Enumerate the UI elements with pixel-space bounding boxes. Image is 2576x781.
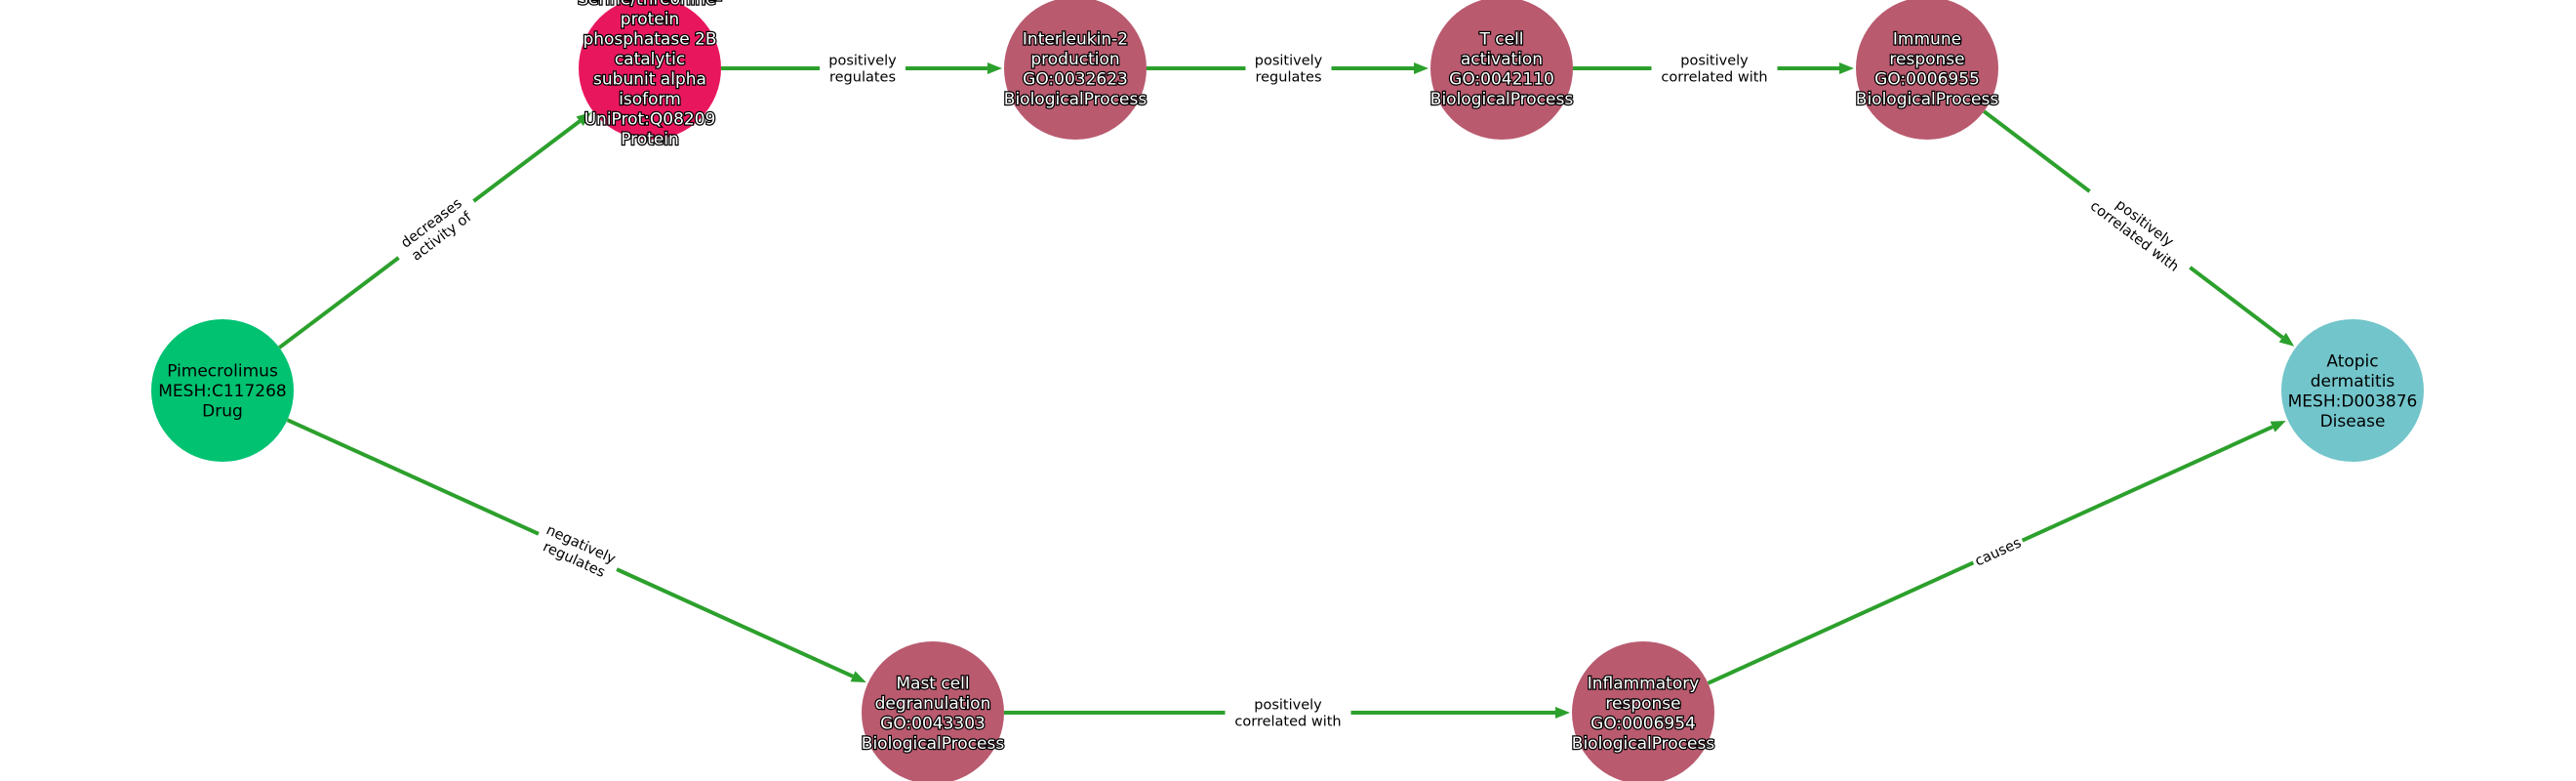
arrowhead-calcineurin-il2 (987, 62, 1002, 74)
node-label-line: BiologicalProcess (1004, 90, 1147, 109)
edge-label-line: regulates (829, 70, 896, 86)
node-label-line: BiologicalProcess (1430, 90, 1574, 109)
node-label-line: phosphatase 2B (583, 29, 716, 49)
edge-label-bg (2078, 177, 2201, 282)
edge-label-line: positively (1255, 54, 1323, 69)
node-label-line: UniProt:Q08209 (584, 109, 716, 129)
node-circle-atopic (2281, 319, 2424, 462)
node-circle-pimecrolimus (151, 319, 294, 462)
arrowhead-pimecrolimus-mast (850, 671, 866, 683)
arrowhead-pimecrolimus-calcineurin (576, 112, 592, 126)
node-label-line: Disease (2320, 412, 2386, 432)
edge-label-bg (1245, 51, 1332, 86)
edge-label-line: causes (1973, 535, 2024, 569)
node-label-line: GO:0042110 (1449, 69, 1554, 89)
node-label-line: production (1030, 50, 1119, 69)
node-circle-calcineurin (579, 0, 721, 140)
node-inflammatory[interactable]: InflammatoryresponseGO:0006954Biological… (1571, 641, 1716, 781)
edge-label-bg (531, 517, 624, 586)
node-label-line: GO:0043303 (880, 714, 986, 733)
node-label-line: Inflammatory (1588, 674, 1700, 693)
node-label-line: T cell (1478, 29, 1523, 49)
edges-layer (278, 62, 2295, 719)
node-label-line: Protein (621, 130, 679, 149)
edge-label-line: regulates (1255, 70, 1321, 86)
node-mast[interactable]: Mast celldegranulationGO:0043303Biologic… (861, 641, 1006, 781)
node-label-line: BiologicalProcess (1856, 90, 1999, 109)
node-label-line: response (1889, 50, 1964, 69)
node-label-line: Atopic (2326, 351, 2378, 371)
node-label-line: activation (1461, 50, 1543, 69)
edge-label-bg (1651, 51, 1778, 86)
node-label-line: BiologicalProcess (1572, 734, 1715, 754)
node-circle-mast (862, 641, 1004, 781)
edge-label-line: correlated with (1234, 715, 1341, 730)
arrowhead-immune-atopic (2278, 332, 2295, 347)
node-label-line: MESH:C117268 (158, 382, 286, 401)
node-label-line: Serine/threonine- (578, 0, 722, 9)
edge-label-bg (1969, 531, 2027, 572)
node-label-line: Mast cell (896, 674, 969, 693)
edge-label-bg (1225, 695, 1351, 730)
node-label-line: Immune (1893, 29, 1961, 49)
edge-label-line: positively (828, 54, 897, 69)
node-circle-immune (1856, 0, 1998, 140)
node-label-line: catalytic (615, 50, 685, 69)
node-label-line: BiologicalProcess (862, 734, 1005, 754)
node-label-line: subunit alpha (593, 69, 706, 89)
node-label-line: isoform (619, 90, 681, 109)
node-label-line: response (1605, 694, 1680, 714)
edge-label-line: correlated with (1661, 70, 1767, 86)
node-label-line: GO:0032623 (1023, 69, 1128, 89)
edge-label-line: positively (1680, 54, 1749, 69)
edge-label-line: positively (1254, 698, 1322, 714)
node-label-line: GO:0006954 (1590, 714, 1696, 733)
node-label-line: Pimecrolimus (167, 362, 278, 382)
node-circle-il2 (1004, 0, 1147, 140)
node-circle-tcell (1430, 0, 1573, 140)
node-label-line: dermatitis (2311, 372, 2395, 391)
edge-label-bg (387, 186, 485, 272)
edge-label-bg (820, 51, 906, 86)
edge-label-inflammatory-atopic: causes (1969, 531, 2027, 572)
node-label-line: GO:0006955 (1874, 69, 1980, 89)
node-label-line: Drug (202, 402, 243, 422)
arrowhead-tcell-immune (1839, 62, 1854, 74)
node-immune[interactable]: ImmuneresponseGO:0006955BiologicalProces… (1855, 0, 2000, 140)
node-circle-inflammatory (1572, 641, 1714, 781)
arrowhead-mast-inflammatory (1555, 707, 1570, 719)
node-label-line: degranulation (875, 694, 991, 714)
node-label-line: protein (621, 10, 679, 29)
arrowhead-il2-tcell (1414, 62, 1429, 74)
node-label-line: MESH:D003876 (2288, 391, 2418, 411)
node-tcell[interactable]: T cellactivationGO:0042110BiologicalProc… (1429, 0, 1575, 140)
node-label-line: Interleukin-2 (1023, 29, 1128, 49)
node-il2[interactable]: Interleukin-2productionGO:0032623Biologi… (1003, 0, 1148, 140)
arrowhead-inflammatory-atopic (2270, 420, 2286, 432)
